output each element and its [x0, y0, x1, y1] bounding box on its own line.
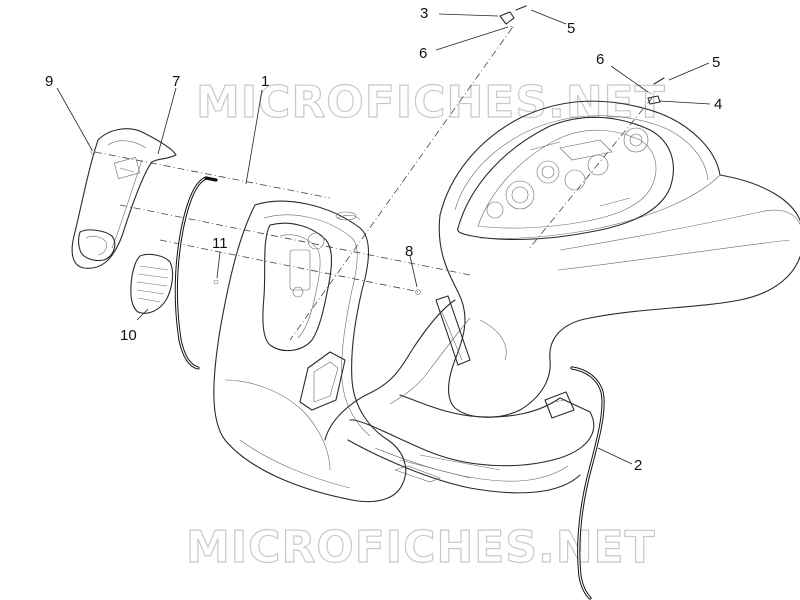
- callout-7: 7: [172, 73, 180, 90]
- hardware: [90, 5, 665, 295]
- seal-strip-part-2: [570, 366, 605, 600]
- watermark-bottom: MICROFICHES.NET: [186, 522, 656, 573]
- callout-9: 9: [45, 73, 53, 90]
- screw-5-top: [515, 5, 527, 11]
- callout-10: 10: [120, 327, 137, 344]
- leg-shield: [213, 200, 407, 503]
- frame-body: [324, 100, 800, 494]
- callout-4: 4: [714, 96, 722, 113]
- callout-1: 1: [261, 73, 269, 90]
- callout-6-top: 6: [419, 45, 427, 62]
- grille-part-10: [130, 253, 174, 314]
- callout-5-top: 5: [567, 20, 575, 37]
- callout-11: 11: [212, 235, 228, 252]
- leader-lines: [56, 9, 711, 465]
- callouts: 1 2 3 4 5 5 6 6 7 8 9 10 11: [45, 5, 722, 474]
- seal-strip-part-1: [174, 176, 218, 370]
- callout-5-right: 5: [712, 54, 720, 71]
- callout-8: 8: [405, 243, 413, 260]
- callout-3: 3: [420, 5, 428, 22]
- watermark-top: MICROFICHES.NET: [196, 77, 666, 128]
- callout-2: 2: [634, 457, 642, 474]
- callout-6-right: 6: [596, 51, 604, 68]
- front-cover-part-7: [71, 128, 177, 269]
